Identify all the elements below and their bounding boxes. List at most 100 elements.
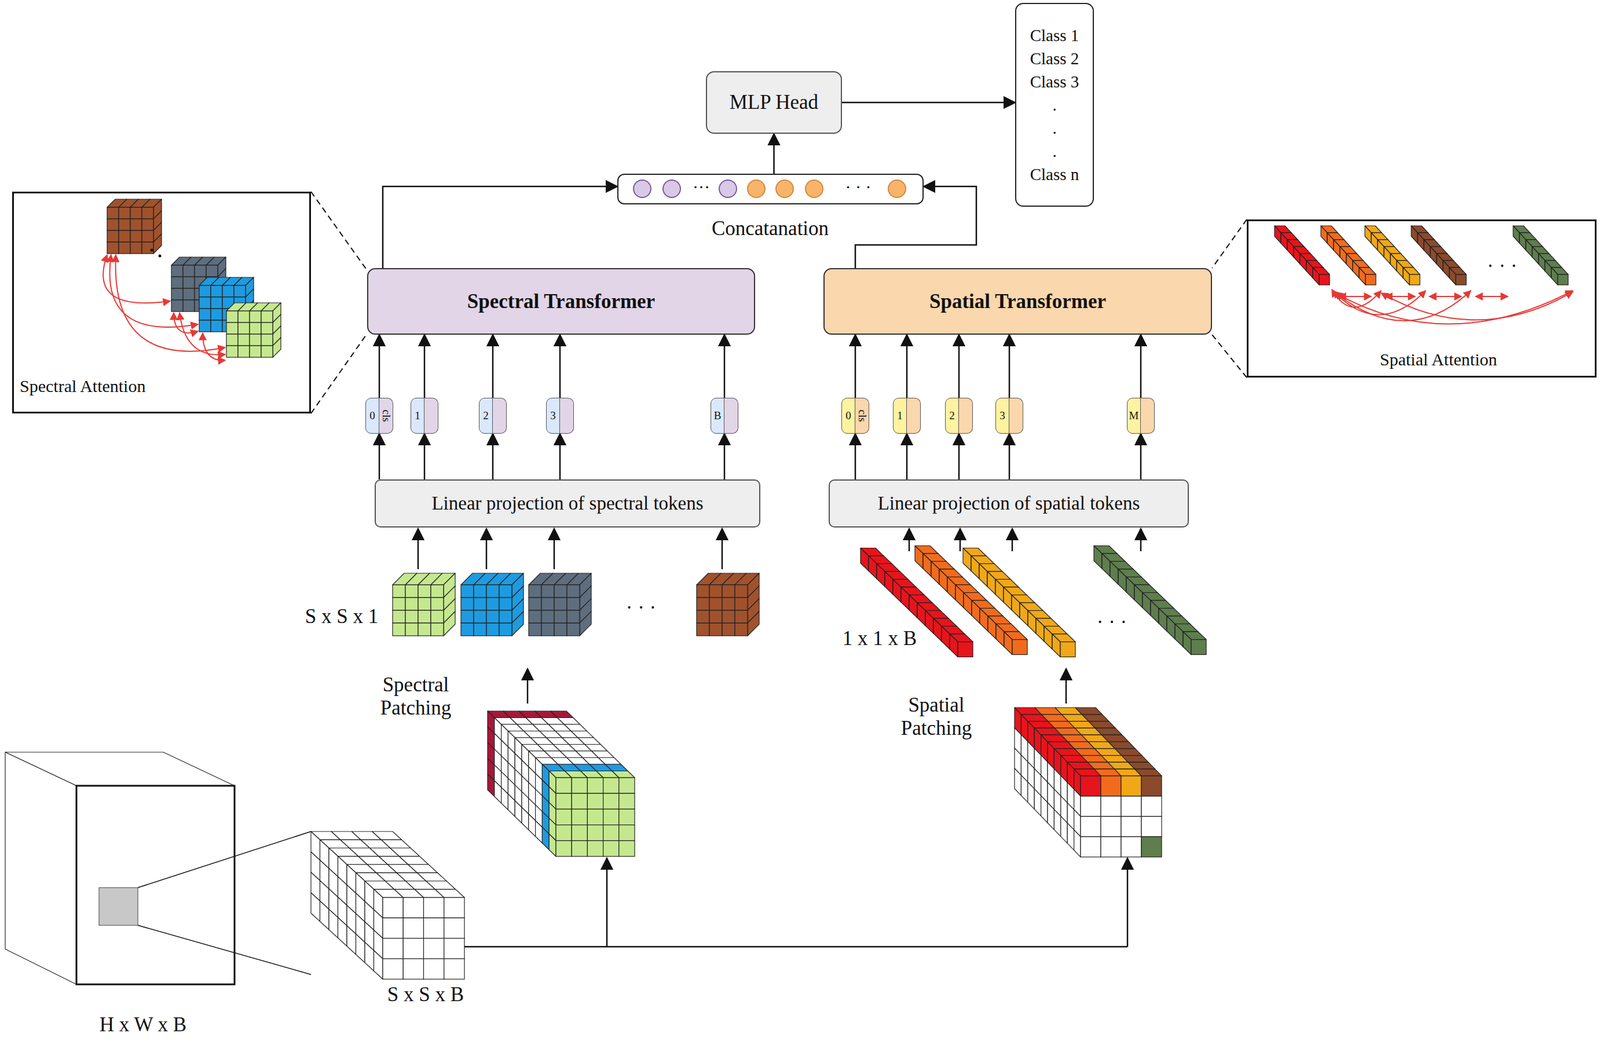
cube-face (1436, 253, 1444, 272)
cube-cell (222, 285, 234, 298)
token-label: 1 (414, 409, 421, 423)
inset-caption: Spatial Attention (1379, 349, 1498, 370)
token-half: 0 (841, 397, 856, 434)
cube-cell (1141, 775, 1162, 797)
scene-cube-face (76, 785, 235, 985)
cube-face (1346, 253, 1353, 272)
token-half (958, 397, 973, 434)
token-label: 0 (369, 409, 376, 423)
cube-cell (734, 610, 748, 624)
cube-cell (571, 777, 588, 794)
connector (559, 334, 562, 398)
cube-cell (382, 958, 404, 980)
cube-face (1108, 741, 1135, 749)
cube-cell (603, 840, 620, 857)
cube-cell (460, 597, 474, 611)
cube-cell (182, 288, 195, 300)
cube-face (914, 546, 924, 570)
cube-face (939, 569, 948, 593)
feature-circle (719, 180, 737, 198)
cube-face (528, 814, 536, 837)
token-half: 3 (546, 397, 560, 434)
cube-cell (499, 584, 512, 598)
connector (841, 101, 1016, 104)
cube-cell (566, 597, 580, 611)
cube-cell (199, 297, 211, 309)
scene-cube-face (5, 752, 77, 985)
cube-cell (171, 288, 183, 300)
concat-bar: ···· · ·Concatanation (617, 173, 924, 205)
cube-cell (118, 230, 131, 243)
connector (854, 433, 857, 480)
cube-cell (734, 623, 748, 636)
token: 2 (945, 397, 973, 434)
callout-line (1212, 219, 1247, 269)
attention-arc (1381, 291, 1573, 321)
cube-cell (418, 610, 431, 624)
connector (1140, 433, 1142, 480)
token-label: cls (379, 409, 393, 422)
cube-face (443, 611, 456, 636)
attention-arc (202, 332, 226, 361)
cube-cell (1365, 274, 1376, 285)
cube-cell (261, 345, 273, 358)
cube-face (1011, 595, 1020, 619)
cube-cell (141, 242, 154, 254)
cube-cell (118, 207, 131, 219)
token-half: 0 (365, 397, 380, 434)
cube-cell (118, 242, 131, 254)
flow-arrow (1140, 528, 1142, 552)
cube-cell (1100, 836, 1122, 858)
cube-face (1390, 253, 1397, 272)
cube-face (971, 600, 980, 624)
cube-face (1430, 246, 1437, 265)
token-half: 1 (410, 397, 425, 434)
cube-face (521, 807, 529, 830)
cube-cell (182, 265, 195, 277)
token-half: 2 (478, 397, 493, 434)
token-half (492, 397, 507, 434)
dimension-label: Spatial Patching (875, 693, 998, 741)
token-half: 2 (945, 397, 959, 434)
flow-arrow (959, 528, 962, 552)
connector (492, 433, 494, 480)
cube-face (320, 901, 330, 931)
cube-face (909, 595, 918, 619)
cube-cell (430, 610, 444, 624)
cube-cell (130, 242, 142, 254)
cube-cell (1100, 775, 1122, 797)
connector (854, 334, 857, 398)
cube-cell (1141, 796, 1162, 817)
zoom-line (137, 925, 311, 975)
cube-cell (1080, 816, 1101, 837)
flow-arrow (908, 528, 911, 552)
cube-cell (141, 218, 154, 231)
attention-arrow (1429, 295, 1462, 298)
token-label: 3 (550, 409, 556, 423)
cube-cell (1121, 775, 1142, 797)
cube-cell (587, 808, 603, 825)
cube-cell (734, 597, 748, 611)
attention-arc (115, 254, 226, 352)
cube-face (381, 839, 411, 848)
cube-cell (210, 297, 223, 309)
token-label: B (714, 409, 722, 423)
cube-face (153, 233, 162, 254)
cube-face (310, 892, 321, 922)
cube-cell (555, 777, 572, 794)
token-half (906, 397, 921, 434)
attention-arc (1335, 290, 1573, 325)
cube-cell (554, 597, 567, 611)
cube-cell (171, 265, 183, 277)
cube-cell (957, 642, 973, 658)
cube-face (1339, 246, 1347, 265)
cube-face (1003, 587, 1012, 611)
cube-cell (226, 310, 239, 323)
token-half: cls (379, 397, 394, 434)
class-label: . (1052, 93, 1057, 117)
cube-face (1101, 553, 1111, 577)
cube-face (1300, 253, 1307, 272)
feature-circle (663, 180, 681, 198)
cube-face (1513, 225, 1520, 244)
